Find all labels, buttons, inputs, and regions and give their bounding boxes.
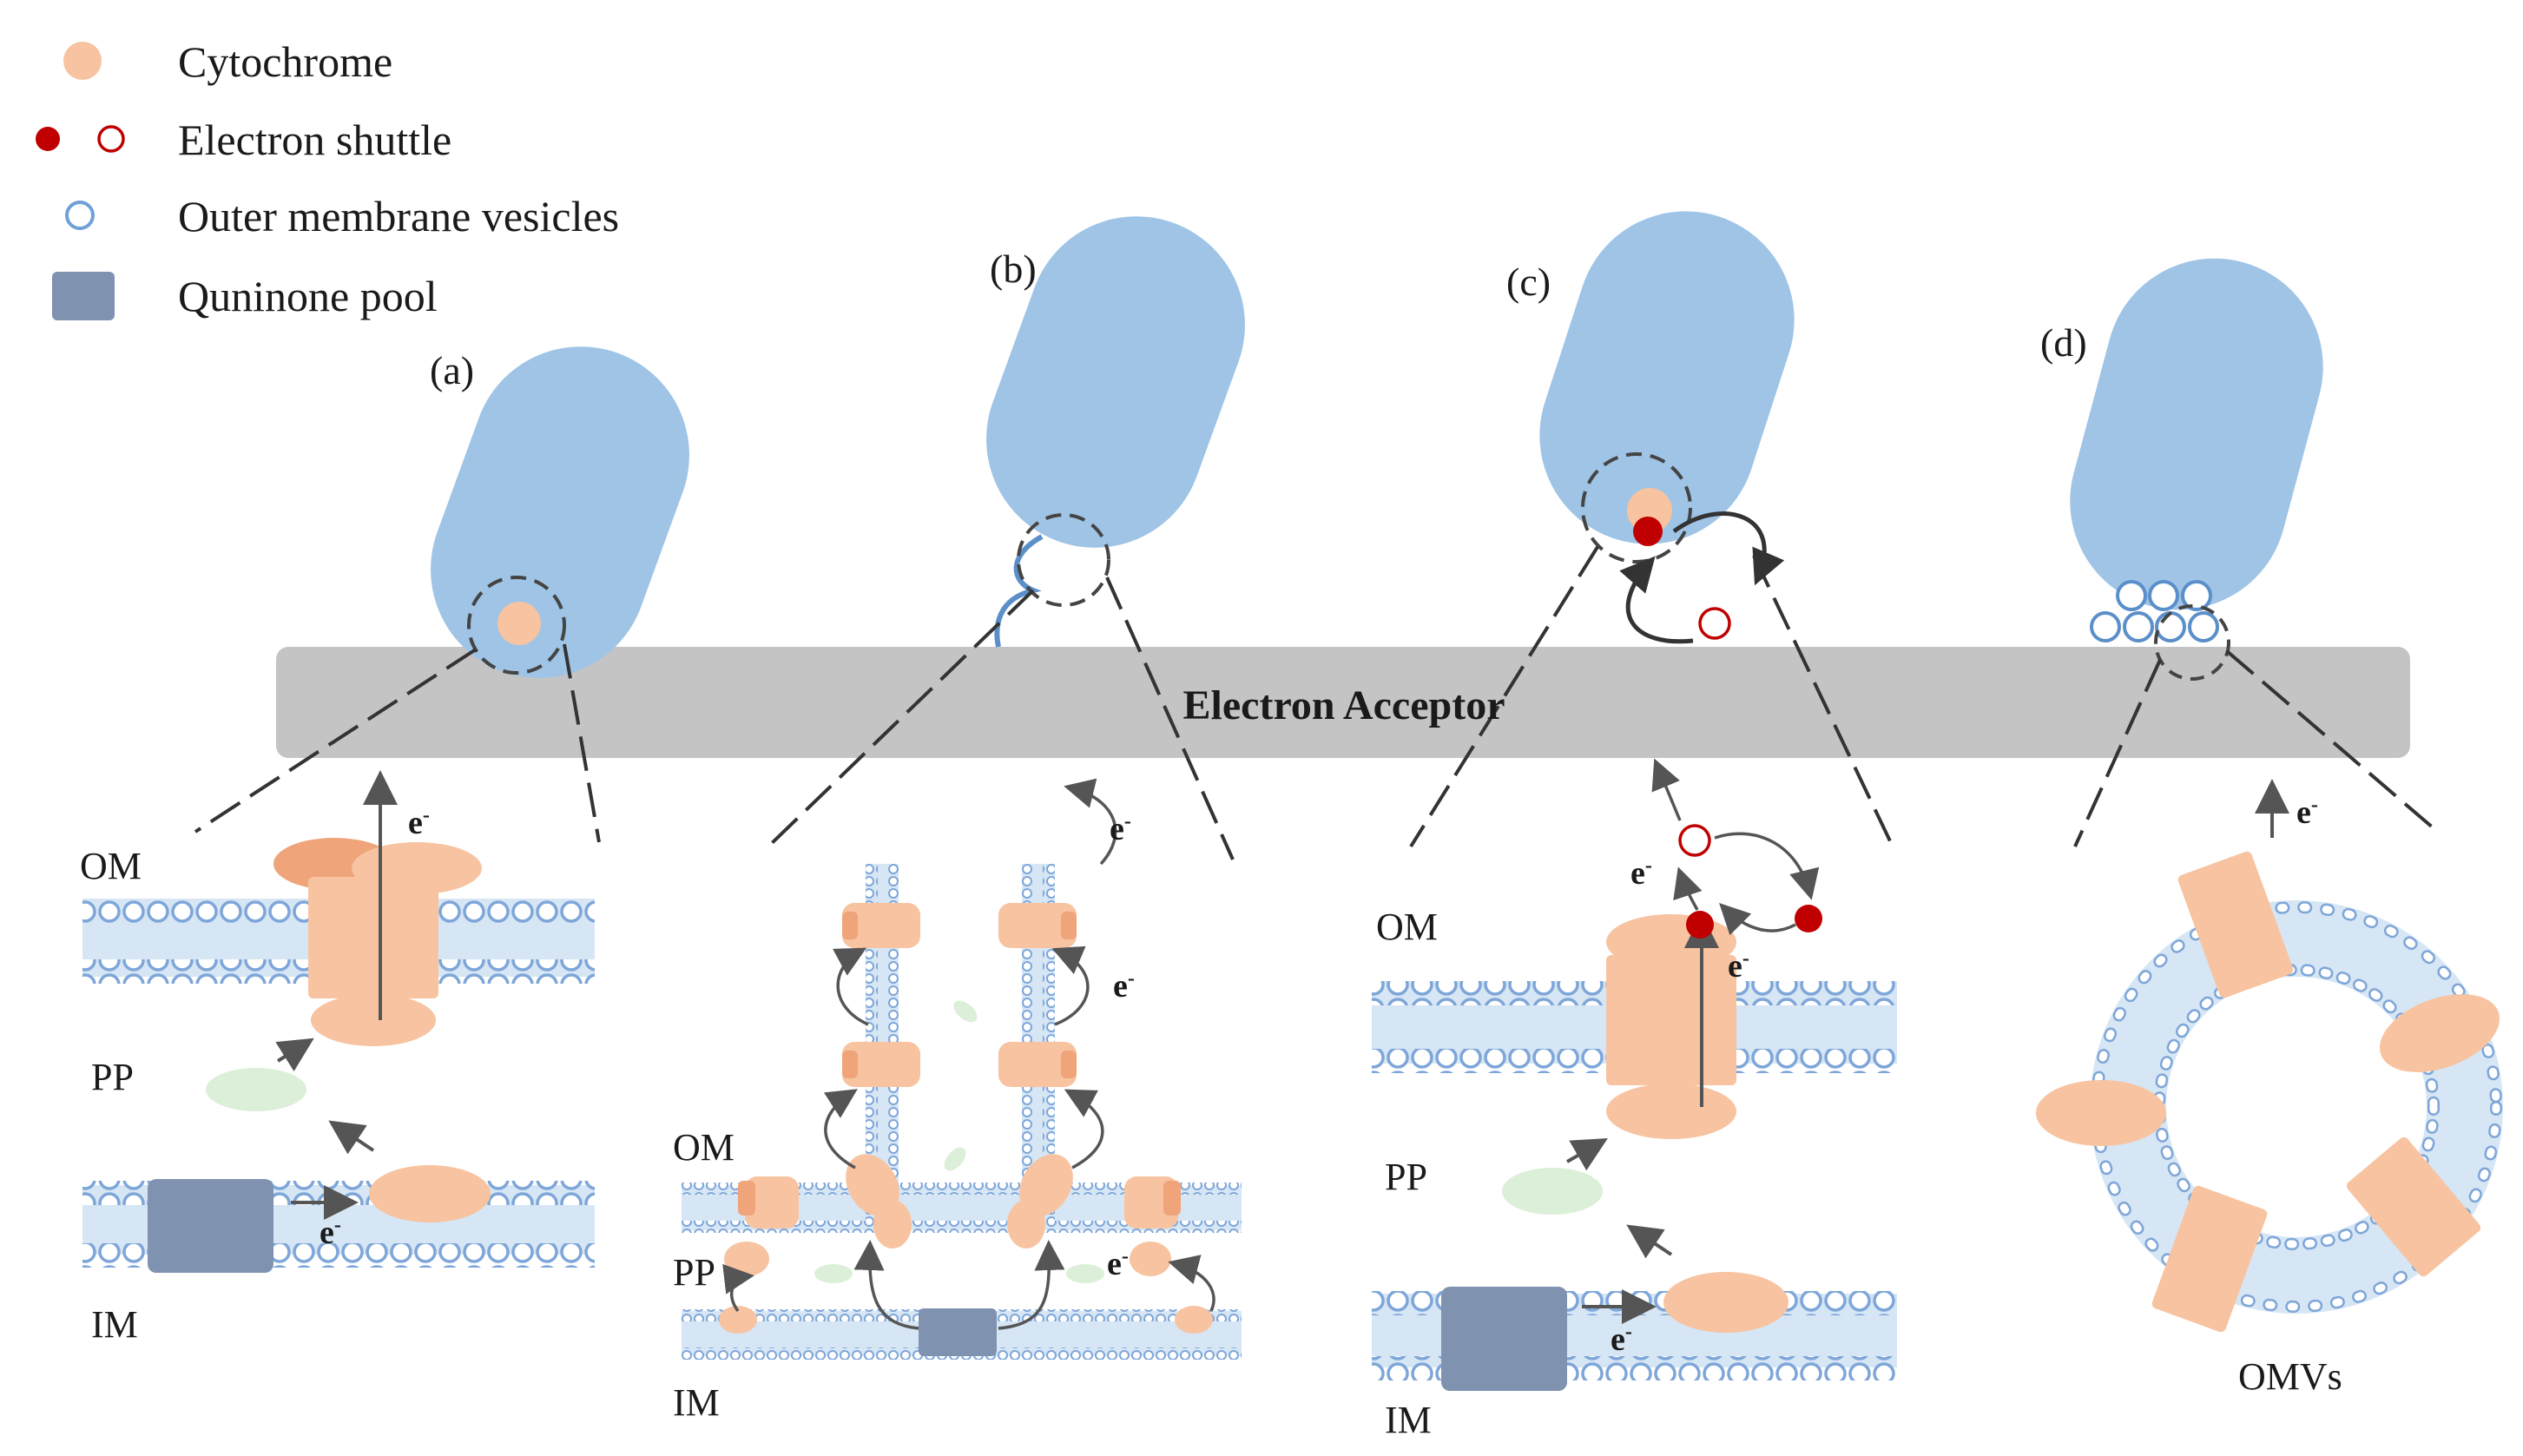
electron-label-b2: e- [1113, 967, 1135, 1005]
legend-cytochrome-label: Cytochrome [178, 37, 392, 86]
legend-omv-icon [65, 201, 95, 230]
zoom-circle-d [2154, 604, 2230, 681]
bacterium-c [1539, 211, 1795, 544]
omv-cytochrome-right-top [2379, 994, 2500, 1072]
legend: Cytochrome Electron shuttle Outer membra… [36, 37, 619, 320]
electron-label-a1: e- [408, 804, 430, 841]
electron-label-a2: e- [319, 1214, 341, 1251]
panel-label-b: (b) [990, 247, 1037, 291]
im-label-a: IM [91, 1303, 138, 1346]
zoom-line-c-right [1752, 555, 1894, 847]
omvs-label: OMVs [2238, 1355, 2342, 1398]
shuttle-oxidized-mid [1678, 824, 1711, 857]
omv-cytochrome-left [2036, 1080, 2166, 1146]
electron-label-b3: e- [1107, 1245, 1129, 1282]
electron-label-b1: e- [1110, 810, 1131, 847]
legend-quinone-icon [52, 272, 115, 320]
legend-shuttle-reduced-icon [36, 127, 60, 151]
cytochrome-contact-a [497, 602, 541, 645]
quinone-pool-a [148, 1179, 273, 1273]
im-label-b: IM [673, 1381, 720, 1424]
legend-omv-label: Outer membrane vesicles [178, 192, 619, 240]
shuttle-cycle-arrow-left [1619, 556, 1694, 644]
zoom-circle-a [467, 576, 566, 675]
panel-c-detail: e- e- e- OM PP IM [1372, 758, 1897, 1441]
legend-shuttle-label: Electron shuttle [178, 115, 451, 164]
zoom-line-b-left [767, 589, 1035, 848]
om-label-b: OM [673, 1126, 735, 1169]
electron-acceptor-bar [276, 647, 2410, 758]
im-label-c: IM [1385, 1399, 1432, 1441]
porin-a [308, 877, 438, 998]
periplasmic-cytochrome-a-top [311, 994, 436, 1046]
zoom-line-c-left [1409, 545, 1599, 848]
electron-label-c2: e- [1728, 947, 1749, 985]
shuttle-cycle-arrow-right [1672, 511, 1785, 586]
panel-b-detail: e- e- e- OM PP IM [673, 778, 1242, 1424]
legend-shuttle-oxidized-icon [97, 125, 125, 153]
panel-label-c: (c) [1506, 260, 1551, 304]
shuttle-reduced-1 [1686, 911, 1714, 939]
omv-cytochrome-right-bottom [2346, 1136, 2481, 1277]
pp-label-b: PP [673, 1251, 715, 1294]
panel-a-detail: e- e- OM PP IM [80, 770, 595, 1346]
shuttle-reduced-cell [1633, 517, 1663, 546]
zoom-line-d-left [2073, 659, 2162, 847]
bacterium-b [986, 216, 1245, 548]
omv-cytochrome-top [2177, 851, 2294, 998]
quinone-pool-b [919, 1308, 997, 1356]
omv-cytochrome-bottom [2151, 1185, 2268, 1333]
om-label-a: OM [80, 845, 142, 887]
pp-label-c: PP [1385, 1156, 1427, 1198]
periplasm-protein-a [206, 1068, 306, 1111]
shuttle-oxidized-top [1698, 607, 1731, 640]
electron-acceptor-label: Electron Acceptor [1183, 682, 1505, 728]
zoom-circle-b [1017, 513, 1110, 607]
legend-quinone-label: Quninone pool [178, 272, 438, 320]
bacterium-a [431, 346, 689, 678]
pp-label-a: PP [91, 1056, 134, 1098]
om-label-c: OM [1376, 906, 1438, 948]
panel-label-d: (d) [2040, 320, 2087, 365]
bacterium-d [2070, 258, 2323, 610]
electron-label-c3: e- [1611, 1321, 1632, 1358]
quinone-pool-c [1441, 1287, 1567, 1391]
omv-cluster [2090, 580, 2219, 642]
electron-label-d: e- [2296, 794, 2318, 831]
legend-cytochrome-icon [63, 42, 102, 80]
zoom-line-a-left [194, 648, 478, 833]
zoom-line-a-right [563, 643, 601, 843]
electron-label-c1: e- [1630, 854, 1652, 892]
panel-label-a: (a) [430, 348, 474, 392]
inner-cytochrome-a [369, 1165, 491, 1222]
zoom-line-b-right [1105, 576, 1235, 860]
panel-d-detail: e- OMVs [2036, 779, 2503, 1398]
shuttle-reduced-2 [1795, 905, 1822, 932]
